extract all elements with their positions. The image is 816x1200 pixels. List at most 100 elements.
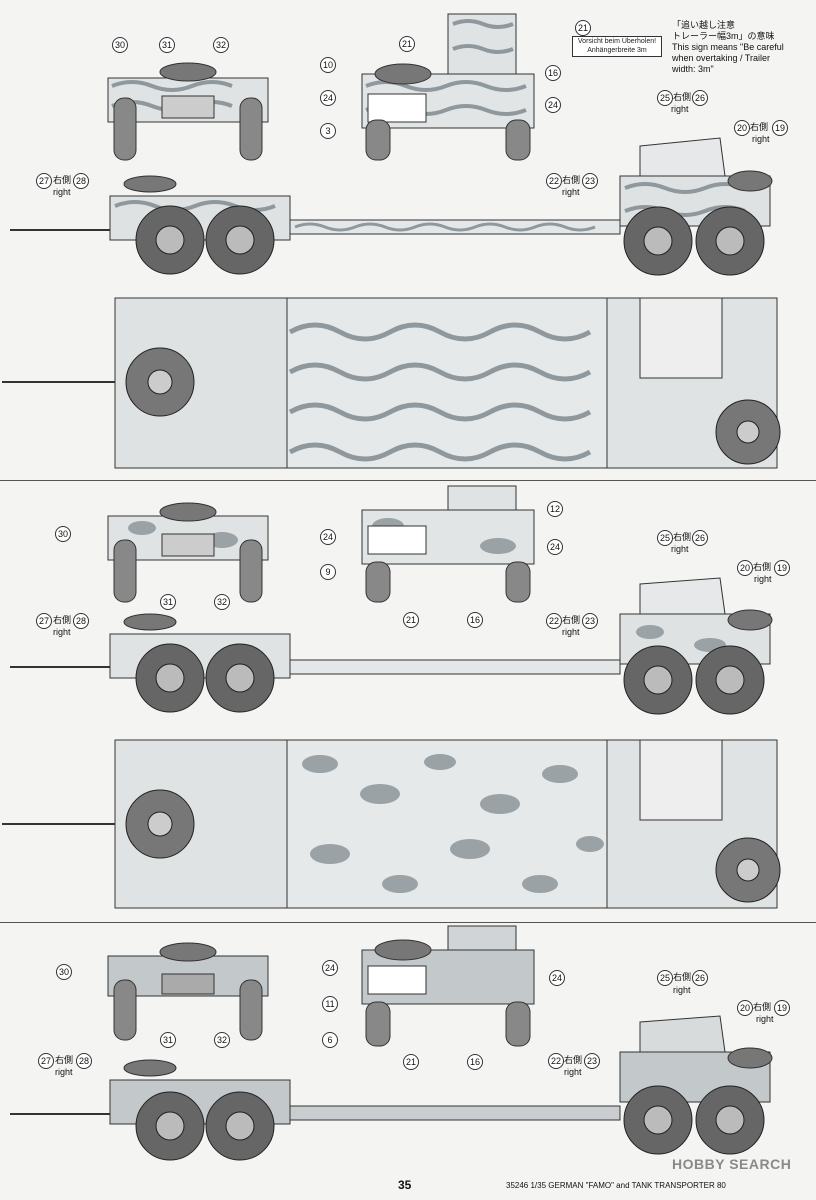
section3-trailer-rear-view — [107, 942, 269, 1041]
note-line-2: トレーラー幅3m」の意味 — [672, 31, 775, 41]
right-side-label-22: 右側 — [562, 175, 581, 185]
hobby-search-watermark: HOBBY SEARCH — [672, 1156, 792, 1172]
callout-19-s2: 19 — [774, 560, 790, 576]
page-number: 35 — [398, 1178, 412, 1192]
callout-25: 25 — [657, 90, 673, 106]
section1-tractor-rear-view — [361, 13, 535, 161]
callout-19-s3: 19 — [774, 1000, 790, 1016]
sign-line-1: Vorsicht beim Überholen! — [577, 38, 657, 45]
callout-3: 3 — [320, 123, 336, 139]
right-label-25: right — [671, 104, 689, 114]
callout-23-s3: 23 — [584, 1053, 600, 1069]
callout-19: 19 — [772, 120, 788, 136]
callout-24b-s2: 24 — [547, 539, 563, 555]
section1-trailer-rear-view — [107, 62, 269, 161]
note-line-3: This sign means "Be careful — [672, 42, 784, 52]
overtaking-warning-sign: Vorsicht beim Überholen! Anhängerbreite … — [572, 36, 662, 57]
callout-22-s2: 22 — [546, 613, 562, 629]
callout-26: 26 — [692, 90, 708, 106]
right-label-22-s3: right — [564, 1067, 582, 1077]
right-label-20-s2: right — [754, 574, 772, 584]
right-label-20: right — [752, 134, 770, 144]
callout-28-s2: 28 — [73, 613, 89, 629]
callout-27-s3: 27 — [38, 1053, 54, 1069]
section2-trailer-rear-view — [107, 502, 269, 603]
section2-tractor-rear-view — [361, 485, 535, 603]
note-line-5: width: 3m" — [672, 64, 714, 74]
callout-30: 30 — [112, 37, 128, 53]
callout-20-s3: 20 — [737, 1000, 753, 1016]
note-line-1: 「追い越し注意 — [672, 20, 736, 30]
callout-31: 31 — [159, 37, 175, 53]
right-side-label-25: 右側 — [673, 92, 692, 102]
section1-top-view — [2, 297, 781, 469]
right-side-label-20: 右側 — [750, 122, 769, 132]
section2-tractor-side-view — [619, 577, 773, 715]
right-label-20-s3: right — [756, 1014, 774, 1024]
callout-26-s2: 26 — [692, 530, 708, 546]
right-label-25-s2: right — [671, 544, 689, 554]
right-side-label-22-s2: 右側 — [562, 615, 581, 625]
footer-caption: 35246 1/35 GERMAN "FAMO" and TANK TRANSP… — [506, 1181, 726, 1190]
callout-24b-s3: 24 — [549, 970, 565, 986]
callout-21-sign: 21 — [575, 20, 591, 36]
callout-20-s2: 20 — [737, 560, 753, 576]
callout-32-s3: 32 — [214, 1032, 230, 1048]
callout-10: 10 — [320, 57, 336, 73]
callout-32: 32 — [213, 37, 229, 53]
callout-24-s2: 24 — [320, 529, 336, 545]
callout-12: 12 — [547, 501, 563, 517]
callout-31-s2: 31 — [160, 594, 176, 610]
right-side-label-22-s3: 右側 — [564, 1055, 583, 1065]
callout-6: 6 — [322, 1032, 338, 1048]
callout-32-s2: 32 — [214, 594, 230, 610]
right-label-27: right — [53, 187, 71, 197]
callout-23: 23 — [582, 173, 598, 189]
callout-11: 11 — [322, 996, 338, 1012]
callout-28-s3: 28 — [76, 1053, 92, 1069]
right-label-22-s2: right — [562, 627, 580, 637]
callout-24b: 24 — [545, 97, 561, 113]
callout-25-s3: 25 — [657, 970, 673, 986]
callout-30-s2: 30 — [55, 526, 71, 542]
section3-trailer-side-view — [10, 1059, 621, 1161]
right-label-27-s3: right — [55, 1067, 73, 1077]
section3-tractor-side-view — [619, 1015, 773, 1155]
callout-16-s3: 16 — [467, 1054, 483, 1070]
section3-tractor-rear-view — [361, 925, 535, 1047]
section2-trailer-side-view — [10, 613, 621, 713]
section1-trailer-side-view — [10, 175, 621, 275]
section1-tractor-side-view — [619, 137, 773, 276]
callout-27: 27 — [36, 173, 52, 189]
sign-meaning-note: 「追い越し注意 トレーラー幅3m」の意味 This sign means "Be… — [672, 20, 812, 75]
right-side-label-25-s2: 右側 — [673, 532, 692, 542]
callout-30-s3: 30 — [56, 964, 72, 980]
right-side-label-27-s3: 右側 — [55, 1055, 74, 1065]
section2-top-view — [2, 739, 781, 909]
right-side-label-27-s2: 右側 — [53, 615, 72, 625]
callout-27-s2: 27 — [36, 613, 52, 629]
callout-21-s2: 21 — [403, 612, 419, 628]
section-divider-2 — [0, 922, 816, 923]
right-side-label-20-s3: 右側 — [753, 1002, 772, 1012]
right-label-22: right — [562, 187, 580, 197]
callout-16-s2: 16 — [467, 612, 483, 628]
section-divider-1 — [0, 480, 816, 481]
callout-20: 20 — [734, 120, 750, 136]
callout-22: 22 — [546, 173, 562, 189]
note-line-4: when overtaking / Trailer — [672, 53, 771, 63]
right-side-label-25-s3: 右側 — [673, 972, 692, 982]
callout-21: 21 — [399, 36, 415, 52]
callout-16: 16 — [545, 65, 561, 81]
right-label-25-s3: right — [673, 985, 691, 995]
callout-9: 9 — [320, 564, 336, 580]
callout-21-s3: 21 — [403, 1054, 419, 1070]
callout-22-s3: 22 — [548, 1053, 564, 1069]
right-side-label-20-s2: 右側 — [753, 562, 772, 572]
callout-26-s3: 26 — [692, 970, 708, 986]
right-side-label-27: 右側 — [53, 175, 72, 185]
callout-24-s3: 24 — [322, 960, 338, 976]
sign-line-2: Anhängerbreite 3m — [587, 46, 647, 54]
callout-31-s3: 31 — [160, 1032, 176, 1048]
callout-28: 28 — [73, 173, 89, 189]
